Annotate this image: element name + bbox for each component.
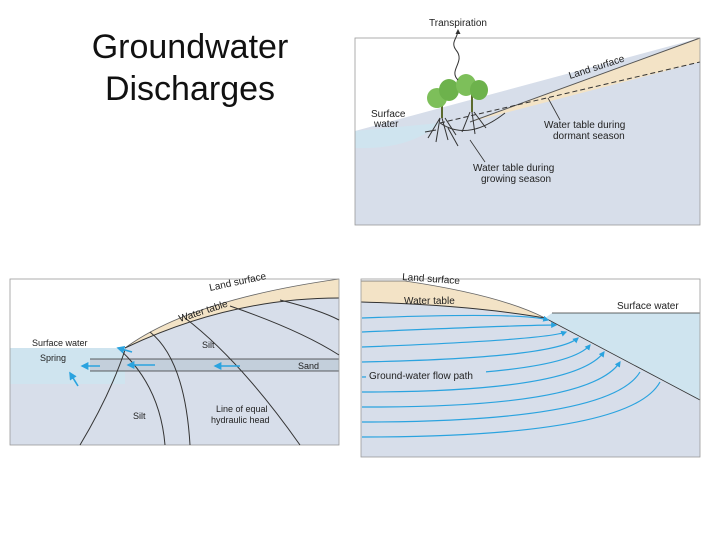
growing-water-table-label-line-2: growing season [481, 174, 551, 185]
slide-title: Groundwater Discharges [40, 26, 340, 110]
spring-land-surface-line [124, 278, 340, 349]
top-surface-water-body [355, 123, 440, 149]
stream-land-wedge [361, 281, 545, 318]
transpiration-label: Transpiration [429, 18, 487, 29]
equipotential-lines [79, 299, 340, 446]
top-surface-water-label-line-1: Surface [371, 109, 406, 120]
silt-upper-label: Silt [202, 340, 215, 350]
slide-title-line-2: Discharges [104, 70, 276, 108]
stream-land-surface-line [361, 280, 546, 319]
diagram-transpiration: Transpiration Land surface Surface water… [354, 18, 701, 226]
spring-label: Spring [40, 353, 66, 363]
flow-path-label-bg [366, 368, 486, 382]
top-water-table-growing [439, 112, 506, 131]
equal-head-label-line-2: hydraulic head [211, 415, 270, 425]
top-groundwater-zone [355, 38, 700, 225]
tree-icon [427, 74, 488, 118]
slide-title-line-1: Groundwater [91, 28, 289, 66]
top-frame [354, 37, 701, 226]
growing-label-leader [469, 139, 486, 163]
top-land-surface-line [469, 37, 701, 123]
groundwater-flow-paths [361, 314, 661, 438]
dormant-water-table-label-line-2: dormant season [553, 131, 625, 142]
top-surface-water-label-line-2: water [373, 119, 399, 130]
spring-frame [9, 278, 340, 446]
spring-water-table-line [124, 297, 340, 349]
sand-label: Sand [298, 361, 319, 371]
transpiration-arrow-icon [453, 29, 461, 81]
stream-water-table-label: Water table [404, 296, 455, 307]
stream-surface-water-label: Surface water [617, 301, 679, 312]
silt-lower-label: Silt [133, 411, 146, 421]
stream-surface-water-body [545, 313, 700, 400]
tree-roots [424, 111, 487, 147]
dormant-water-table-label-line-1: Water table during [544, 120, 625, 131]
spring-flow-arrows [69, 345, 240, 387]
top-water-table-dormant [439, 61, 701, 124]
stream-water-table-line [360, 301, 546, 319]
flow-path-label: Ground-water flow path [369, 371, 473, 382]
spring-land-wedge [125, 279, 339, 348]
stream-bed-line [544, 317, 701, 401]
diagram-spring: Land surface Water table Surface water S… [9, 271, 340, 446]
growing-water-table-label-line-1: Water table during [473, 163, 554, 174]
spring-land-surface-label: Land surface [208, 271, 267, 294]
spring-surface-water-label: Surface water [32, 338, 88, 348]
dormant-label-leader [547, 97, 561, 121]
stream-frame [360, 278, 701, 458]
stream-land-surface-label: Land surface [402, 272, 461, 287]
equal-head-label-line-1: Line of equal [216, 404, 268, 414]
diagram-gaining-stream: Land surface Water table Surface water G… [360, 272, 701, 458]
stream-groundwater-zone [361, 302, 700, 457]
